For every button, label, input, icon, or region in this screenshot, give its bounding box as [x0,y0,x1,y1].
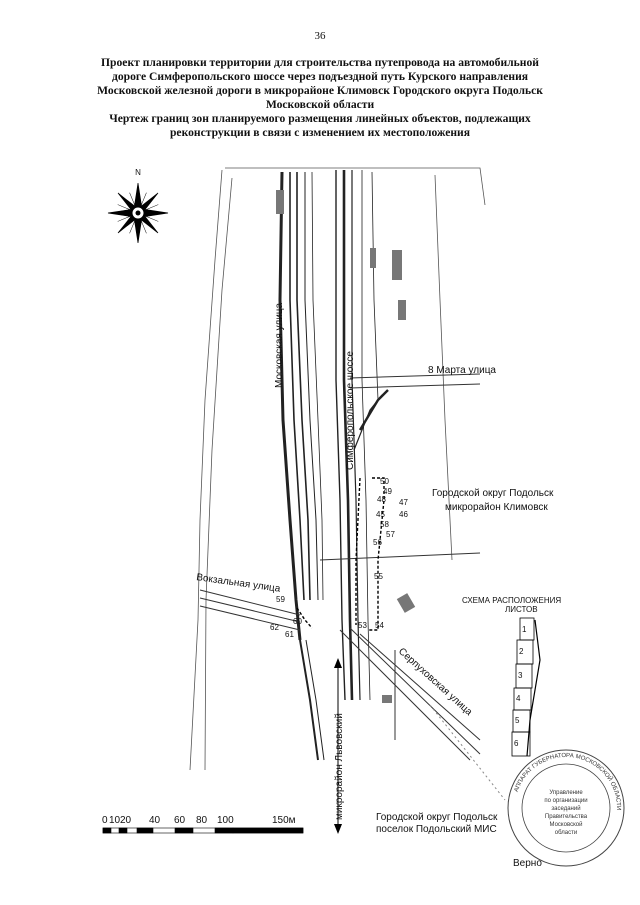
point-label: 50 [380,477,389,486]
scheme-title-line2: ЛИСТОВ [505,605,538,614]
scheme-title-line1: СХЕМА РАСПОЛОЖЕНИЯ [462,596,561,605]
cross-streets [199,373,506,801]
point-label: 58 [380,520,389,529]
street-label-moskovskaya: Московская улица [274,302,285,388]
scale-label: 10 [109,815,121,826]
point-label: 59 [276,595,285,604]
point-label: 55 [374,572,383,581]
point-label: 45 [376,510,385,519]
point-label: 57 [386,530,395,539]
verno-label: Верно [513,858,542,869]
seal-text-line: Правительства [545,814,588,820]
scale-label: 40 [149,815,161,826]
building-blocks [276,190,416,703]
point-label: 61 [285,630,294,639]
sheet-number: 2 [519,647,524,656]
seal-text-line: по организации [544,798,587,804]
sheet-number: 1 [522,625,527,634]
point-markers: 50 49 48 47 46 45 58 57 56 55 54 53 59 6… [270,477,408,639]
title-line: Московской области [265,98,375,111]
scale-label: 150м [272,815,296,826]
sheet-number: 4 [516,694,521,703]
title-line: реконструкции в связи с изменением их ме… [169,126,471,139]
district-label-mis-line1: Городской округ Подольск [376,812,498,823]
seal-text-line: заседаний [551,805,580,812]
arrow-down-icon [334,824,342,834]
sheet-number: 3 [518,671,523,680]
point-label: 53 [358,621,367,630]
point-label: 46 [399,510,408,519]
street-label-8-marta: 8 Марта улица [428,365,496,376]
compass-north-label: N [135,168,141,177]
point-label: 54 [375,621,384,630]
scale-label: 80 [196,815,208,826]
street-label-simferopolskoe: Симферопольское шоссе [344,351,356,470]
district-label-klimovsk-line2: микрорайон Климовск [445,502,548,513]
compass-rose-icon: N [107,168,169,244]
point-label: 48 [377,495,386,504]
point-label: 56 [373,538,382,547]
scale-label: 100 [217,815,234,826]
point-label: 60 [293,617,302,626]
point-label: 47 [399,498,408,507]
lvovsky-direction: микрорайон Львовский [334,658,345,834]
map-boundary [189,167,486,771]
official-seal: АППАРАТ ГУБЕРНАТОРА МОСКОВСКОЙ ОБЛАСТИ У… [507,749,625,867]
arrow-up-icon [334,658,342,668]
seal-text-line: области [555,830,577,836]
street-label-vokzalnaya: Вокзальная улица [196,572,282,595]
title-line: дороге Симферопольского шоссе через подъ… [111,70,529,83]
sheet-number: 6 [514,739,519,748]
title-line: Московской железной дороги в микрорайоне… [97,84,543,97]
title-line: Чертеж границ зон планируемого размещени… [109,112,531,125]
scale-label: 20 [120,815,132,826]
document-title: Проект планировки территории для строите… [70,56,570,140]
point-label: 49 [383,487,392,496]
seal-text-line: Московской [550,821,583,828]
title-line: Проект планировки территории для строите… [101,56,539,69]
scale-label: 60 [174,815,186,826]
street-label-serpukhovskaya: Серпуховская улица [396,646,474,718]
district-label-mis-line2: поселок Подольский МИС [376,824,497,835]
scale-bar: 0 10 20 40 60 80 100 150м [102,815,304,834]
railway-corridor [278,171,325,761]
scale-label: 0 [102,815,108,826]
seal-text-line: Управление [549,790,583,796]
district-label-lvovsky: микрорайон Львовский [334,713,345,820]
district-label-klimovsk-line1: Городской округ Подольск [432,488,554,499]
planning-zone-boundary [296,477,385,631]
sheet-number: 5 [515,716,520,725]
point-label: 62 [270,623,279,632]
page-number: 36 [314,30,326,42]
sheet-layout-scheme: СХЕМА РАСПОЛОЖЕНИЯ ЛИСТОВ 1 2 3 4 5 6 [462,596,561,757]
